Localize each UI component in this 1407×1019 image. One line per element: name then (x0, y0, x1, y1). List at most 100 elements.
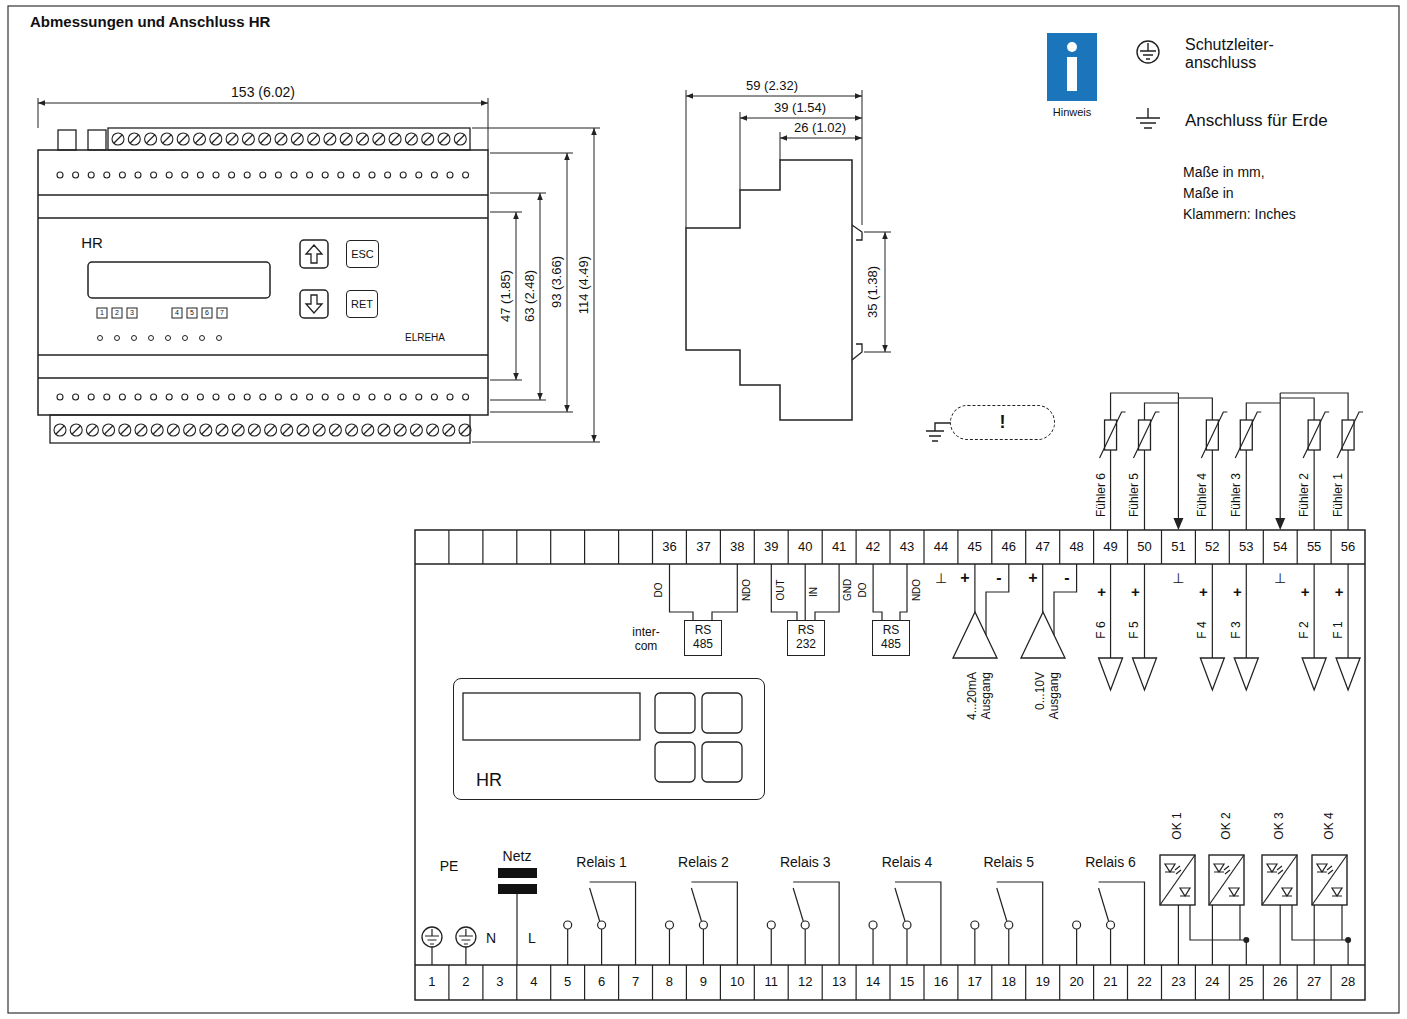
sensor-wire (1212, 450, 1213, 530)
sensor-name: Fühler 5 (1129, 473, 1143, 517)
legend-text: Anschluss für Erde (1185, 111, 1328, 131)
relay-contact (665, 921, 673, 929)
vent-hole (260, 394, 266, 400)
relay-contact (1073, 921, 1081, 929)
extension-line (686, 90, 891, 352)
vent-hole (166, 394, 172, 400)
optocoupler-divider (1312, 855, 1347, 905)
sensor-wire (1280, 398, 1314, 420)
photodiode-symbol (1180, 888, 1190, 896)
relay-arm (1099, 888, 1109, 921)
terminal-number: 51 (1171, 540, 1185, 555)
relay-contact (869, 921, 877, 929)
terminal-screw (177, 133, 189, 145)
led-square (112, 308, 122, 318)
dimension-text: 39 (1.54) (774, 101, 826, 116)
key-symbol (702, 742, 742, 782)
status-led (183, 336, 188, 341)
interface-box: RS 485 (872, 620, 910, 656)
polarity-mark: + (1097, 583, 1106, 600)
led-square (187, 308, 197, 318)
sensor-symbol (1099, 658, 1123, 690)
terminal-screw (297, 424, 309, 436)
led-number: 5 (190, 309, 194, 317)
terminal-number: 26 (1273, 975, 1287, 990)
vent-hole (385, 394, 391, 400)
housing-front (38, 150, 488, 415)
terminal-number: 38 (730, 540, 744, 555)
vent-hole (463, 394, 469, 400)
output-name: 0...10V Ausgang (1034, 672, 1062, 736)
vent-hole (73, 394, 79, 400)
terminal-screw (184, 424, 196, 436)
relay-wire (975, 929, 1009, 965)
protective-earth-symbol (1140, 43, 1156, 59)
status-led (149, 336, 154, 341)
dimension-line (740, 118, 862, 119)
terminal-number: 53 (1239, 540, 1253, 555)
node-text: RS 485 (687, 624, 719, 652)
screw-slot (163, 135, 171, 143)
pin-name: NDO (741, 579, 753, 601)
screw-slot (293, 135, 301, 143)
vent-hole (416, 394, 422, 400)
terminal-screw (135, 424, 147, 436)
vent-hole (104, 172, 110, 178)
terminal-number: 49 (1103, 540, 1117, 555)
sensor-wire (1212, 564, 1213, 658)
led-square (217, 308, 227, 318)
device-name: HR (81, 234, 103, 251)
optocoupler-divider (1262, 855, 1297, 905)
ground-mark: ⊥ (935, 570, 947, 586)
sensor-symbol (1132, 658, 1156, 690)
terminal-screw (210, 133, 222, 145)
sensor-wire (1110, 450, 1111, 530)
polarity-mark: + (1335, 583, 1344, 600)
screw-slot (130, 135, 138, 143)
status-led (200, 336, 205, 341)
dimension-text: 114 (4.49) (577, 256, 592, 314)
polarity-mark: + (1199, 583, 1208, 600)
common-wire (1280, 393, 1281, 518)
dimension-line (686, 96, 862, 97)
vent-hole (400, 394, 406, 400)
terminal-number: 55 (1307, 540, 1321, 555)
terminal-number: 56 (1341, 540, 1355, 555)
terminal-screw (340, 133, 352, 145)
terminal-number: 3 (496, 975, 503, 990)
output-wire (975, 564, 1077, 635)
vent-hole (322, 394, 328, 400)
controller-housing (415, 530, 1365, 1000)
terminal-screw (70, 424, 82, 436)
vent-hole (229, 172, 235, 178)
led-square (172, 308, 182, 318)
terminal-screw (459, 424, 471, 436)
photodiode-symbol (1229, 888, 1239, 896)
terminal-number: 6 (598, 975, 605, 990)
terminal-screw (394, 424, 406, 436)
terminal-screw (313, 424, 325, 436)
terminal-number: 19 (1035, 975, 1049, 990)
terminal-screw (54, 424, 66, 436)
terminal-number: 9 (700, 975, 707, 990)
terminal-number: 24 (1205, 975, 1219, 990)
sensor-input-name: F 3 (1230, 621, 1244, 638)
connector-tab (88, 130, 106, 150)
button-key: ESC (346, 240, 379, 268)
node-text: ! (1000, 412, 1006, 433)
sensor-symbol (1200, 658, 1224, 690)
terminal-number: 43 (900, 540, 914, 555)
sensor-symbol (1336, 658, 1360, 690)
dimension-text: 35 (1.38) (866, 266, 881, 318)
vent-hole (338, 172, 344, 178)
terminal-screw (119, 424, 131, 436)
terminal-number: 5 (564, 975, 571, 990)
terminal-screw (200, 424, 212, 436)
dimension-text: 26 (1.02) (794, 121, 846, 136)
vent-hole (166, 172, 172, 178)
terminal-number: 41 (832, 540, 846, 555)
sensor-wire (1314, 450, 1315, 530)
terminal-group-name: Netz (503, 848, 532, 864)
terminal-number: 1 (428, 975, 435, 990)
thermistor-slash (1133, 412, 1159, 458)
